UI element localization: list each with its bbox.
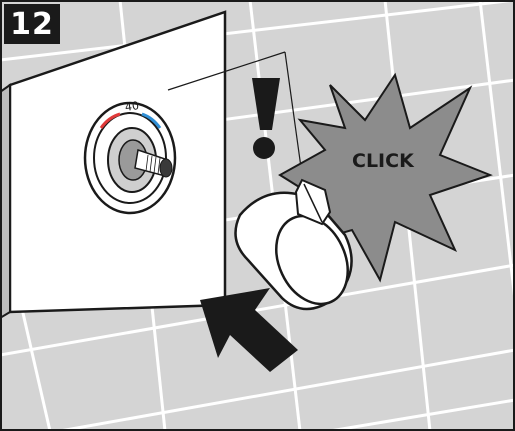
guide-lines [167,51,304,183]
push-arrow-icon [200,288,298,372]
cold-indicator [141,112,162,129]
exclamation-icon [252,78,280,159]
valve-trim [83,101,177,215]
lever-handle [234,178,353,311]
click-callout-text: CLICK [352,150,414,172]
valve-spindle [134,149,173,178]
step-number-badge: 12 [4,4,60,44]
hot-indicator [99,112,121,129]
temperature-mark: 40 [124,99,140,114]
